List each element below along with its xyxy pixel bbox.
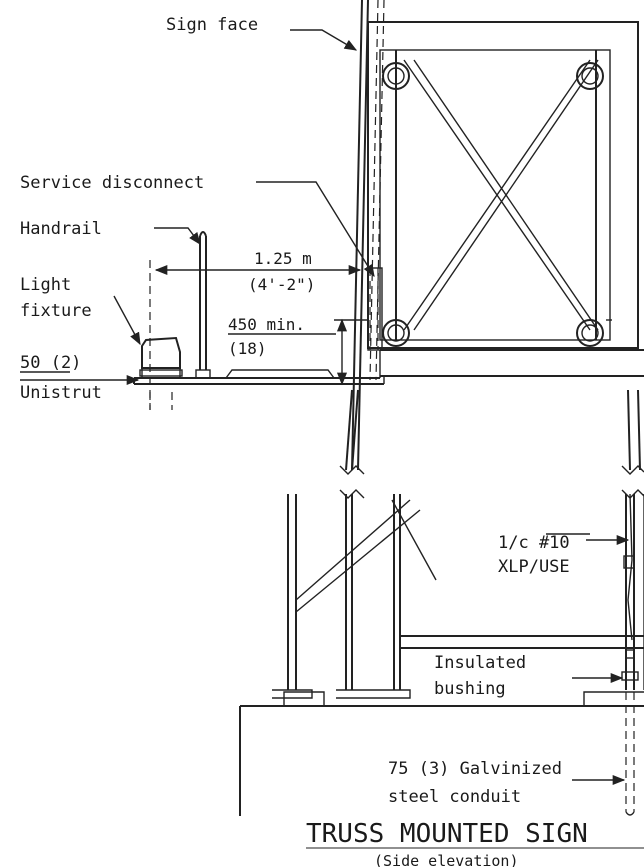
truss-frame (367, 21, 644, 377)
lower-truss (272, 494, 644, 699)
support-column-left (336, 389, 437, 699)
light-fixture-label-1: Light (20, 275, 71, 295)
clearance-imperial-label: (4'-2") (248, 275, 315, 294)
wire-label-2: XLP/USE (498, 557, 570, 577)
foundation (239, 691, 644, 816)
conduit-label-2: steel conduit (388, 787, 521, 807)
sign-face-label: Sign face (166, 15, 258, 35)
min-height-imperial-label: (18) (228, 339, 267, 358)
bushing-label-1: Insulated (434, 653, 526, 673)
unistrut-size-label: 50 (2) (20, 353, 81, 373)
diagram-subtitle: (Side elevation) (374, 852, 519, 867)
diagram-title: TRUSS MOUNTED SIGN (306, 819, 588, 849)
leader-lines (20, 29, 630, 786)
service-disconnect-label: Service disconnect (20, 173, 204, 193)
bushing-label-2: bushing (434, 679, 506, 699)
service-disconnect-box (367, 267, 383, 351)
conduit-label-1: 75 (3) Galvinized (388, 759, 562, 779)
min-height-metric-label: 450 min. (228, 315, 305, 334)
dimension-lines (20, 264, 590, 535)
wire-label-1: 1/c #10 (498, 533, 570, 553)
sign-face-panel (351, 0, 385, 471)
clearance-metric-label: 1.25 m (254, 249, 312, 268)
handrail (195, 231, 211, 379)
conduit (621, 493, 639, 816)
unistrut-label: Unistrut (20, 383, 102, 403)
light-fixture (139, 336, 183, 378)
light-fixture-label-2: fixture (20, 301, 92, 321)
handrail-label: Handrail (20, 219, 102, 239)
